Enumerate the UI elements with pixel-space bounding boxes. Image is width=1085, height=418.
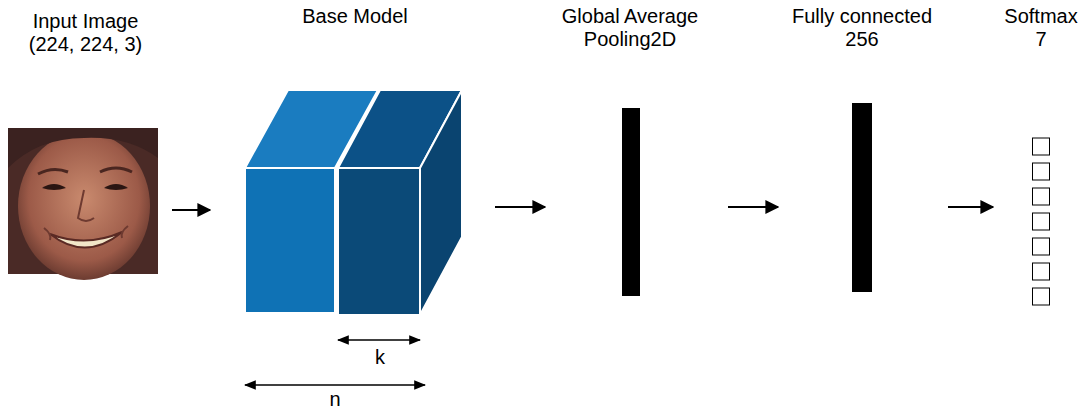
output-unit <box>1033 238 1050 255</box>
layer-heading: Global Average Pooling2D <box>550 5 710 51</box>
layer-bar <box>622 108 640 296</box>
cube-face <box>420 90 462 315</box>
base-model-cube <box>245 90 462 315</box>
output-unit <box>1033 263 1050 280</box>
layer-heading: Input Image (224, 224, 3) <box>16 10 156 56</box>
output-unit <box>1033 213 1050 230</box>
flow-arrow <box>728 206 778 208</box>
pooling-layer: Global Average Pooling2D <box>550 5 710 300</box>
dimension-arrow <box>245 384 425 386</box>
base-model-block: Base Model <box>245 5 465 317</box>
layer-bar <box>852 103 872 292</box>
cube-face <box>245 168 335 313</box>
output-unit <box>1033 138 1050 155</box>
cube-face <box>338 168 420 315</box>
softmax-units <box>1033 138 1050 305</box>
output-unit <box>1033 163 1050 180</box>
layer-heading: Base Model <box>255 5 455 28</box>
face-photo <box>8 128 158 280</box>
softmax-layer: Softmax 7 <box>998 5 1084 317</box>
dimension-label: n <box>320 388 350 411</box>
flow-arrow <box>948 206 993 208</box>
flow-arrow <box>495 206 545 208</box>
output-unit <box>1033 288 1050 305</box>
flow-arrow <box>172 209 210 211</box>
output-unit <box>1033 188 1050 205</box>
node-shape <box>998 5 1084 317</box>
layer-heading: Softmax 7 <box>1000 5 1082 51</box>
node-shape <box>245 5 465 317</box>
dimension-label: k <box>365 346 395 369</box>
layer-heading: Fully connected 256 <box>782 5 942 51</box>
dense-layer: Fully connected 256 <box>782 5 942 295</box>
input-image: Input Image (224, 224, 3) <box>8 10 163 286</box>
dimension-arrow <box>338 339 420 341</box>
